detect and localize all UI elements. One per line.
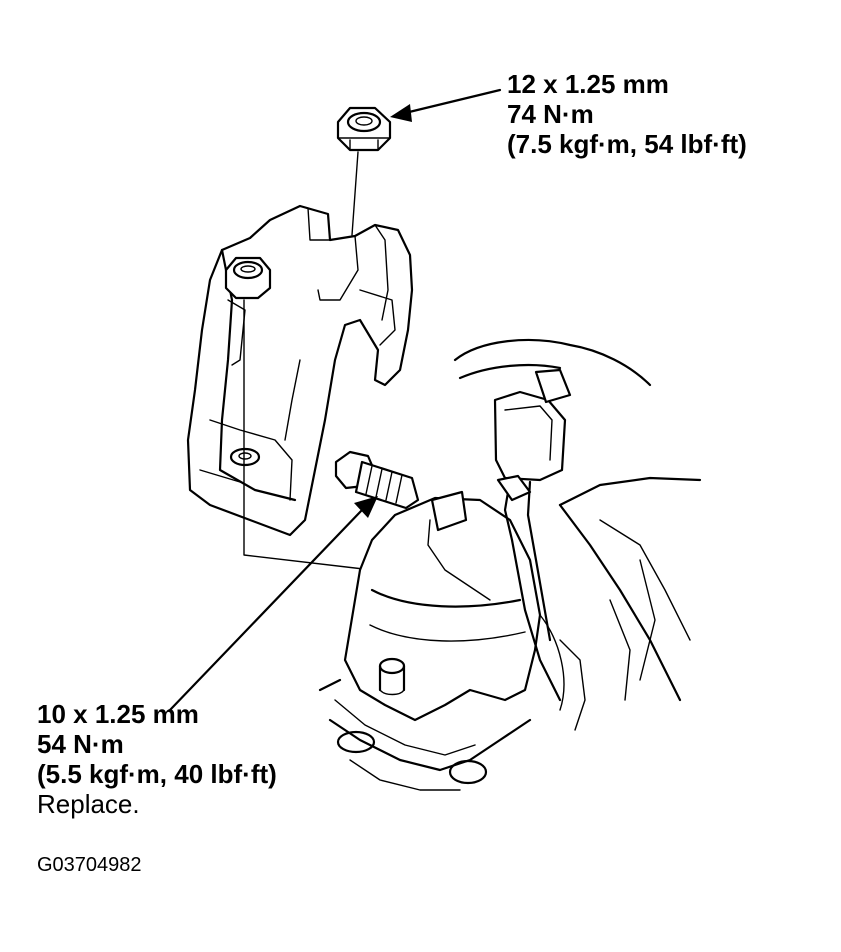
stud-guide-line xyxy=(351,151,359,236)
upper-nut-size: 12 x 1.25 mm xyxy=(507,69,669,99)
upper-leader xyxy=(390,88,502,122)
bracket-nut xyxy=(224,256,272,300)
bracket-guide-line xyxy=(243,299,373,571)
frame-structure xyxy=(318,476,702,791)
upper-nut-torque-nm: 74 N·m xyxy=(507,98,594,129)
lower-leader xyxy=(168,496,378,712)
upper-nut-callout: 12 x 1.25 mm 74 N·m (7.5 kgf·m, 54 lbf·f… xyxy=(507,69,747,160)
engine-mount-body xyxy=(343,490,565,722)
lower-bolt-torque-nm: 54 N·m xyxy=(37,728,124,759)
lower-bolt-note: Replace. xyxy=(37,788,140,819)
lower-bolt-torque-alt: (5.5 kgf·m, 40 lbf·ft) xyxy=(37,758,277,789)
lower-bolt-size: 10 x 1.25 mm xyxy=(37,699,199,729)
figure-id: G03704982 xyxy=(37,854,142,876)
lower-bolt-callout: 10 x 1.25 mm 54 N·m (5.5 kgf·m, 40 lbf·f… xyxy=(37,699,277,820)
upper-nut xyxy=(336,106,392,152)
hose-connector xyxy=(453,338,652,702)
mount-bolt xyxy=(334,450,420,510)
upper-nut-torque-alt: (7.5 kgf·m, 54 lbf·ft) xyxy=(507,128,747,159)
